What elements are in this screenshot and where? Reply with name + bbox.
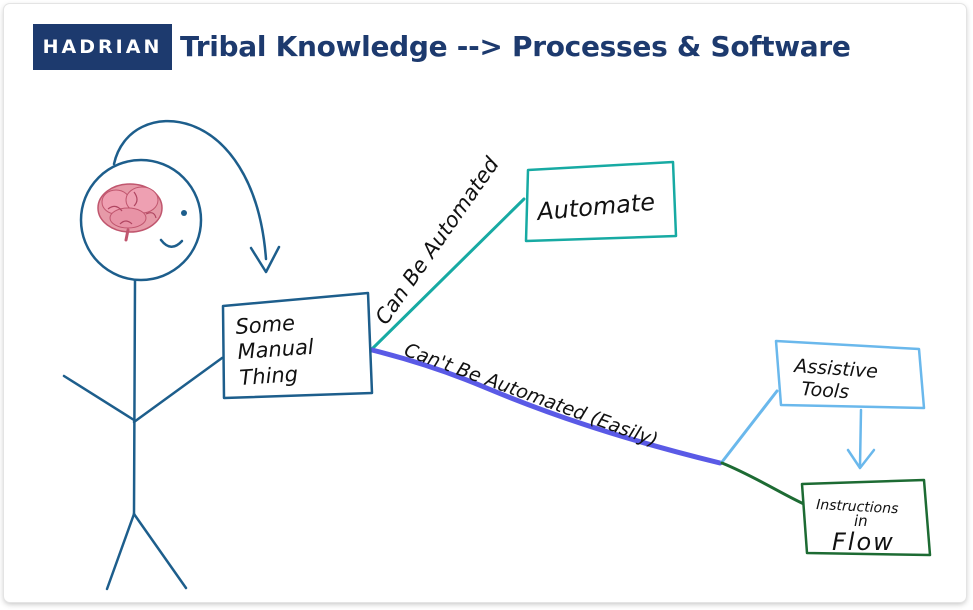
box-manual-line-1: Some [235,311,296,339]
figure-thought-arrow [112,119,268,261]
figure-leg-right [132,512,188,590]
box-instructions-in-flow: Instructions in Flow [800,478,932,557]
box-instructions-line-1: Instructions [816,497,899,517]
label-can-be-automated: Can Be Automated [370,152,504,329]
box-automate: Automate [524,160,678,243]
stick-figure [62,119,281,591]
slide: HADRIAN Tribal Knowledge --> Processes &… [4,4,966,602]
slide-title: Tribal Knowledge --> Processes & Softwar… [180,30,851,63]
diagram: Some Manual Thing Automate Assistive Too… [62,119,932,591]
edge-cant-be-automated [369,347,723,466]
brain-icon [97,183,163,242]
hadrian-logo: HADRIAN [33,24,172,70]
label-cant-be-automated: Can't Be Automated (Easily) [401,339,660,451]
edge-can-be-automated [370,197,526,351]
figure-head [79,158,203,282]
box-some-manual-thing: Some Manual Thing [221,291,374,400]
box-manual-line-2: Manual [237,335,315,364]
arrow-assistive-to-instructions [846,408,876,470]
figure-arm-left [62,374,136,422]
box-assistive-tools: Assistive Tools [774,339,926,410]
figure-arm-right [132,356,224,424]
figure-body [132,278,137,516]
box-assistive-line-2: Tools [801,378,850,403]
box-instructions-line-3: Flow [832,528,895,556]
box-manual-line-3: Thing [239,362,299,390]
figure-eye [181,210,187,216]
figure-arrowhead [249,245,281,274]
edge-to-assistive-tools [720,389,779,464]
figure-leg-left [105,512,136,591]
box-instructions-line-2: in [854,512,868,530]
figure-smile [159,238,184,248]
edge-to-instructions [720,461,806,506]
